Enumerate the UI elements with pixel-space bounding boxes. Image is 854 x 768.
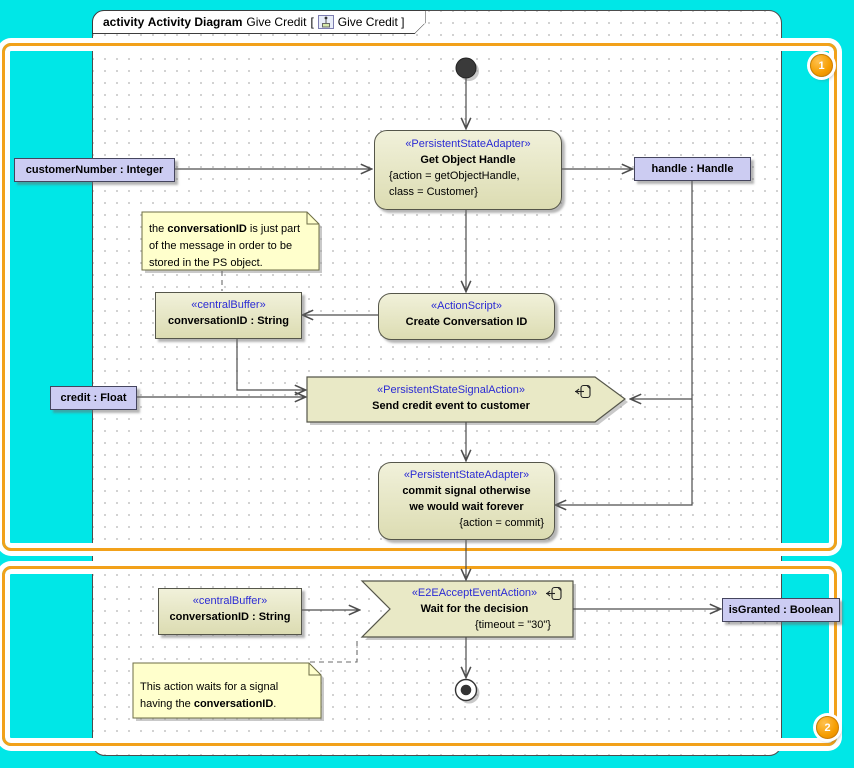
action-name: Get Object Handle — [420, 154, 516, 166]
action-get-object-handle[interactable]: «PersistentStateAdapter» Get Object Hand… — [374, 130, 562, 210]
action-constraint: {action = getObjectHandle, — [389, 170, 520, 182]
badge-number: 1 — [818, 59, 825, 72]
region-1-badge[interactable]: 1 — [810, 54, 833, 77]
send-signal-text: «PersistentStateSignalAction» Send credi… — [307, 382, 595, 414]
object-node-label: credit : Float — [60, 392, 127, 404]
activity-diagram-icon — [318, 15, 334, 29]
object-node-label: handle : Handle — [651, 163, 734, 175]
stereotype-label: «E2EAcceptEventAction» — [411, 587, 538, 599]
object-node-label: customerNumber : Integer — [25, 164, 164, 176]
buffer-name: conversationID : String — [167, 315, 290, 327]
stereotype-label: «centralBuffer» — [192, 595, 268, 607]
note-text: the conversationID is just part of the m… — [149, 223, 301, 269]
diagram-kind-label: activity Activity Diagram — [103, 15, 243, 29]
action-constraint: {timeout = "30"} — [474, 619, 551, 631]
action-name: commit signal otherwise — [402, 485, 531, 497]
object-node-label: isGranted : Boolean — [728, 604, 834, 616]
diagram-name: Give Credit — [246, 15, 307, 29]
diagram-ref-name: Give Credit ] — [337, 15, 405, 29]
action-constraint: {action = commit} — [459, 517, 544, 529]
action-name: Send credit event to customer — [372, 400, 530, 412]
buffer-name: conversationID : String — [169, 611, 291, 623]
accept-event-text: «E2EAcceptEventAction» Wait for the deci… — [382, 585, 567, 633]
object-node-credit[interactable]: credit : Float — [50, 386, 137, 410]
action-name: Wait for the decision — [420, 603, 529, 615]
action-constraint: class = Customer} — [389, 186, 478, 198]
object-node-customer-number[interactable]: customerNumber : Integer — [14, 158, 175, 182]
stereotype-label: «centralBuffer» — [191, 299, 266, 311]
accept-event-icon — [546, 586, 562, 601]
action-name: we would wait forever — [409, 501, 524, 513]
action-name: Create Conversation ID — [405, 316, 528, 328]
action-commit-signal[interactable]: «PersistentStateAdapter» commit signal o… — [378, 462, 555, 540]
stereotype-label: «ActionScript» — [431, 300, 502, 312]
diagram-title-tab[interactable]: activity Activity Diagram Give Credit [ … — [92, 10, 426, 34]
region-2-badge[interactable]: 2 — [816, 716, 839, 739]
object-node-is-granted[interactable]: isGranted : Boolean — [722, 598, 840, 622]
note-text: This action waits for a signal having th… — [140, 681, 279, 710]
object-node-handle[interactable]: handle : Handle — [634, 157, 751, 181]
stereotype-label: «PersistentStateAdapter» — [403, 469, 530, 481]
bracket-open: [ — [310, 15, 314, 29]
badge-number: 2 — [824, 721, 831, 734]
action-create-conversation-id[interactable]: «ActionScript» Create Conversation ID — [378, 293, 555, 340]
central-buffer-1[interactable]: «centralBuffer» conversationID : String — [155, 292, 302, 339]
signal-action-icon — [575, 384, 591, 399]
stereotype-label: «PersistentStateSignalAction» — [377, 384, 525, 396]
central-buffer-2[interactable]: «centralBuffer» conversationID : String — [158, 588, 302, 635]
stereotype-label: «PersistentStateAdapter» — [405, 138, 531, 150]
